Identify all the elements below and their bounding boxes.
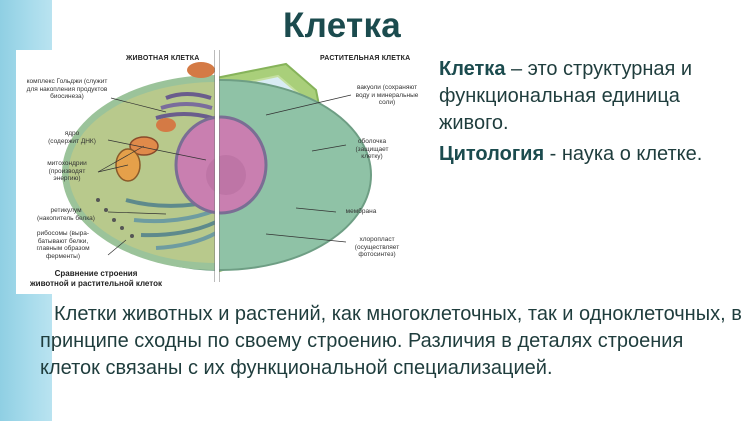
figure-caption: Сравнение строения животной и растительн… xyxy=(30,269,162,288)
slide-title: Клетка xyxy=(283,6,402,45)
cell-definition-text: – это структурная и функциональная едини… xyxy=(439,58,693,134)
cytology-definition: Цитология - наука о клетке. xyxy=(439,141,744,168)
label-reticulum: ретикулум (накопитель белка) xyxy=(37,207,95,222)
animal-cell-heading: ЖИВОТНАЯ КЛЕТКА xyxy=(126,55,200,62)
term-cell: Клетка xyxy=(439,58,506,80)
definition-block: Клетка – это структурная и функциональна… xyxy=(439,56,744,172)
plant-cell-heading: РАСТИТЕЛЬНАЯ КЛЕТКА xyxy=(320,55,411,62)
label-membrane: мембрана xyxy=(345,208,377,215)
cell-comparison-figure: ЖИВОТНАЯ КЛЕТКА РАСТИТЕЛЬНАЯ КЛЕТКА комп… xyxy=(16,50,428,294)
label-cell-wall: оболочка (защищает клетку) xyxy=(355,138,389,160)
cell-diagram-illustration xyxy=(62,50,372,282)
label-mitochondria: митохондрии (производят энергию) xyxy=(47,160,87,182)
label-chloroplast: хлоропласт (осуществляет фотосинтез) xyxy=(354,236,400,258)
label-nucleus: ядро (содержит ДНК) xyxy=(48,130,96,145)
term-cytology: Цитология xyxy=(439,143,545,165)
label-vacuole: вакуоли (сохраняют воду и минеральные со… xyxy=(355,84,419,106)
body-paragraph: Клетки животных и растений, как многокле… xyxy=(40,303,742,379)
cytology-definition-text: - наука о клетке. xyxy=(544,143,703,165)
cell-definition: Клетка – это структурная и функциональна… xyxy=(439,56,744,137)
label-ribosomes: рибосомы (выра- батывают белки, главным … xyxy=(36,230,90,260)
label-golgi: комплекс Гольджи (служит для накопления … xyxy=(26,78,108,100)
